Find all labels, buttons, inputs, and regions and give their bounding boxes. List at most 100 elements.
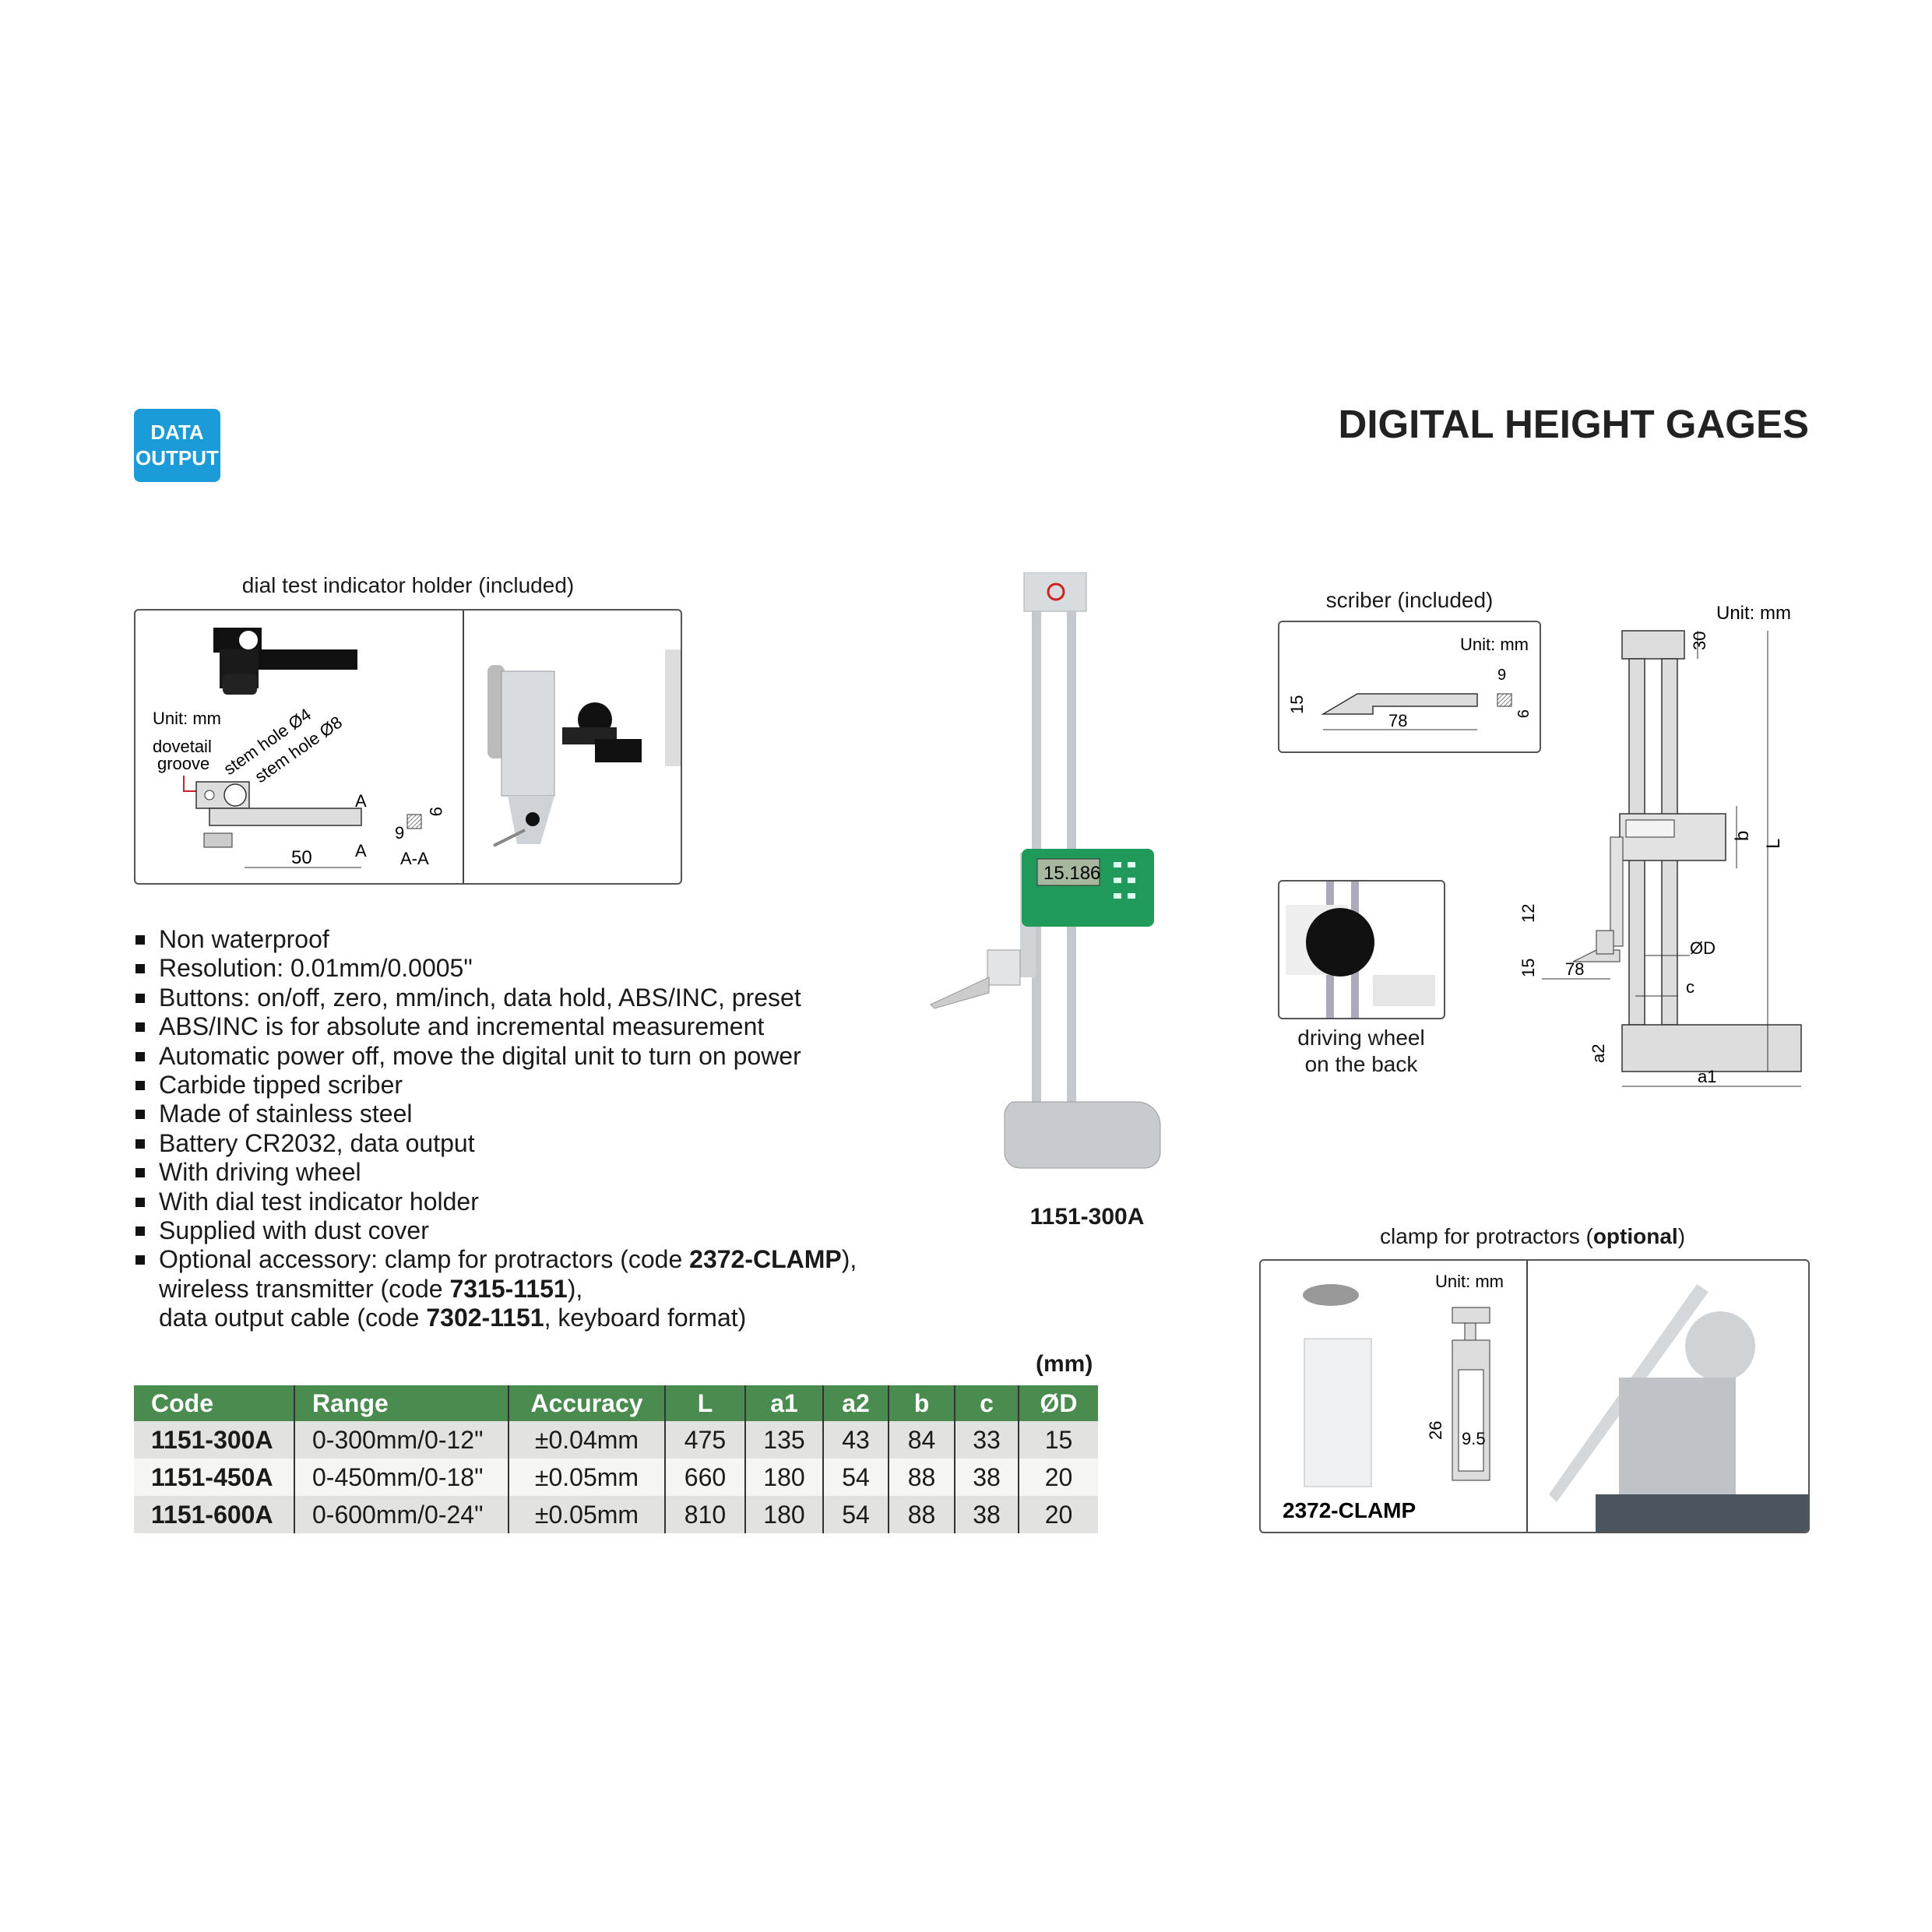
dim-9-width: 9 bbox=[395, 823, 404, 843]
table-cell: ±0.05mm bbox=[508, 1459, 665, 1496]
page-title: DIGITAL HEIGHT GAGES bbox=[1338, 402, 1809, 446]
optional-text: , keyboard format) bbox=[544, 1304, 747, 1332]
driving-wheel-caption: driving wheel on the back bbox=[1297, 1025, 1424, 1078]
dim-78: 78 bbox=[1388, 711, 1407, 730]
feature-item-optional-cont: data output cable (code 7302-1151, keybo… bbox=[134, 1304, 857, 1332]
table-cell: 15 bbox=[1018, 1421, 1098, 1459]
data-output-badge: DATA OUTPUT bbox=[134, 409, 220, 482]
groove-label: groove bbox=[157, 754, 209, 773]
table-cell: 1151-300A bbox=[134, 1421, 294, 1459]
table-cell: ±0.05mm bbox=[508, 1496, 665, 1533]
table-cell: 20 bbox=[1018, 1496, 1098, 1533]
table-cell: 0-300mm/0-12" bbox=[294, 1421, 509, 1459]
feature-item: Supplied with dust cover bbox=[134, 1216, 857, 1245]
badge-line-1: DATA bbox=[150, 421, 204, 444]
badge-line-2: OUTPUT bbox=[135, 446, 219, 470]
table-cell: 1151-600A bbox=[134, 1496, 294, 1533]
optional-code-clamp: 2372-CLAMP bbox=[689, 1245, 842, 1274]
table-cell: 84 bbox=[888, 1421, 955, 1459]
dim-9-width: 9 bbox=[1497, 667, 1506, 684]
dim-26: 26 bbox=[1426, 1421, 1445, 1440]
dim-a2: a2 bbox=[1589, 1044, 1608, 1063]
col-b: b bbox=[888, 1385, 955, 1421]
dim-9-5: 9.5 bbox=[1462, 1429, 1486, 1448]
dim-12: 12 bbox=[1519, 904, 1538, 923]
dim-9-height: 9 bbox=[426, 807, 445, 816]
table-cell: 20 bbox=[1018, 1459, 1098, 1496]
table-cell: 38 bbox=[954, 1459, 1019, 1496]
optional-text: wireless transmitter (code bbox=[159, 1274, 450, 1303]
dovetail-label: dovetail bbox=[153, 737, 212, 756]
table-cell: 38 bbox=[954, 1496, 1019, 1533]
col-L: L bbox=[664, 1385, 745, 1421]
feature-item: Battery CR2032, data output bbox=[134, 1129, 857, 1158]
table-header-row: Code Range Accuracy L a1 a2 b c ØD bbox=[134, 1385, 1098, 1421]
feature-item: Buttons: on/off, zero, mm/inch, data hol… bbox=[134, 984, 857, 1012]
table-cell: 88 bbox=[888, 1496, 955, 1533]
dial-holder-drawing: Unit: mm dovetail groove stem hole Ø4 st… bbox=[153, 611, 681, 883]
table-cell: 810 bbox=[664, 1496, 745, 1533]
table-cell: 660 bbox=[664, 1459, 745, 1496]
col-range: Range bbox=[294, 1385, 509, 1421]
table-cell: 33 bbox=[954, 1421, 1019, 1459]
col-a1: a1 bbox=[744, 1385, 823, 1421]
clamp-drawing: 2372-CLAMP Unit: mm 26 9.5 bbox=[1283, 1261, 1808, 1532]
lcd-readout: 15.186 bbox=[1043, 863, 1100, 884]
table-unit: (mm) bbox=[1036, 1351, 1093, 1377]
section-label: A-A bbox=[400, 849, 429, 868]
unit-label: Unit: mm bbox=[153, 709, 221, 728]
product-model-label: 1151-300A bbox=[1029, 1204, 1145, 1230]
caption-line-2: on the back bbox=[1304, 1052, 1418, 1076]
dim-15: 15 bbox=[1519, 959, 1538, 977]
product-photo: 15.186 bbox=[930, 572, 1161, 1169]
optional-text: data output cable (code bbox=[159, 1304, 427, 1332]
dim-a1: a1 bbox=[1698, 1067, 1716, 1086]
clamp-caption: clamp for protractors (optional) bbox=[1380, 1224, 1685, 1249]
optional-code-transmitter: 7315-1151 bbox=[449, 1274, 568, 1303]
table-cell: ±0.04mm bbox=[508, 1421, 665, 1459]
caption-text: ) bbox=[1677, 1224, 1686, 1248]
dim-diameter: ØD bbox=[1690, 938, 1716, 958]
col-diameter: ØD bbox=[1018, 1385, 1098, 1421]
dial-holder-caption: dial test indicator holder (included) bbox=[241, 573, 575, 597]
caption-text: clamp for protractors ( bbox=[1379, 1224, 1593, 1248]
dim-50: 50 bbox=[291, 847, 312, 868]
unit-label: Unit: mm bbox=[1460, 635, 1529, 654]
spec-table: Code Range Accuracy L a1 a2 b c ØD 1151-… bbox=[134, 1385, 1098, 1533]
feature-item: Resolution: 0.01mm/0.0005" bbox=[134, 954, 857, 983]
table-cell: 43 bbox=[822, 1421, 889, 1459]
table-cell: 135 bbox=[744, 1421, 823, 1459]
dim-c: c bbox=[1686, 977, 1694, 997]
unit-label: Unit: mm bbox=[1716, 603, 1791, 624]
dim-9-height: 9 bbox=[1514, 709, 1531, 718]
section-mark-a-bottom: A bbox=[355, 841, 367, 860]
feature-list: Non waterproof Resolution: 0.01mm/0.0005… bbox=[134, 925, 857, 1333]
dim-30: 30 bbox=[1690, 632, 1709, 650]
dim-L: L bbox=[1763, 839, 1784, 849]
feature-item: With dial test indicator holder bbox=[134, 1188, 857, 1216]
driving-wheel-image bbox=[1286, 882, 1435, 1018]
unit-label: Unit: mm bbox=[1435, 1272, 1504, 1291]
table-cell: 88 bbox=[888, 1459, 955, 1496]
dimension-drawing: Unit: mm 30 L b 12 15 78 ØD c a2 a1 bbox=[1519, 603, 1802, 1087]
feature-item: Made of stainless steel bbox=[134, 1100, 857, 1128]
optional-code-cable: 7302-1151 bbox=[426, 1304, 544, 1332]
dim-15: 15 bbox=[1287, 695, 1307, 714]
feature-item: Non waterproof bbox=[134, 925, 857, 954]
caption-line-1: driving wheel bbox=[1297, 1026, 1425, 1050]
scriber-drawing: Unit: mm 78 15 9 9 bbox=[1287, 635, 1531, 730]
table-cell: 1151-450A bbox=[134, 1459, 294, 1496]
feature-item-optional: Optional accessory: clamp for protractor… bbox=[134, 1245, 857, 1274]
feature-item: Carbide tipped scriber bbox=[134, 1071, 857, 1100]
feature-item: Automatic power off, move the digital un… bbox=[134, 1042, 857, 1071]
optional-text: ), bbox=[841, 1245, 857, 1274]
section-mark-a-top: A bbox=[355, 791, 367, 811]
clamp-code-label: 2372-CLAMP bbox=[1283, 1498, 1416, 1522]
col-a2: a2 bbox=[822, 1385, 889, 1421]
table-cell: 180 bbox=[744, 1459, 823, 1496]
table-cell: 475 bbox=[664, 1421, 745, 1459]
scriber-panel: Unit: mm 78 15 9 9 bbox=[1278, 621, 1541, 753]
